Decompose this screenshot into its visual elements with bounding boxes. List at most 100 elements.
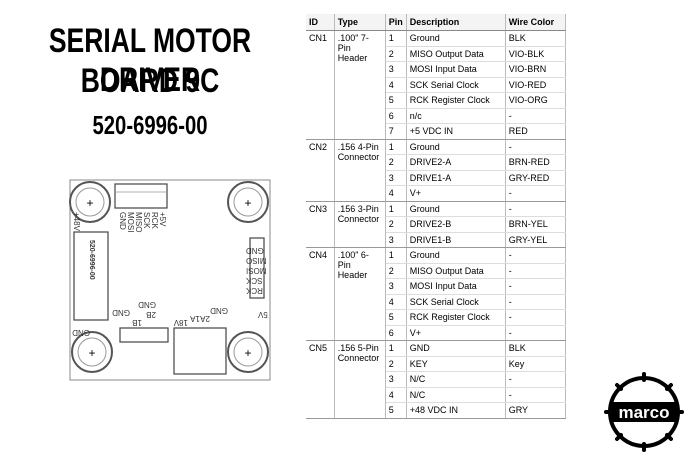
connector-id: CN5 xyxy=(306,340,335,419)
wire-color: GRY-RED xyxy=(505,170,567,186)
connector-type: .100" 7-Pin Header xyxy=(334,30,386,140)
svg-text:MISO: MISO xyxy=(246,256,266,265)
svg-text:+5V: +5V xyxy=(158,212,167,227)
pin-description: n/c xyxy=(406,108,506,124)
right-header-labels: GND MISO MOSI SCK RCK 5V xyxy=(245,246,267,319)
wire-color: - xyxy=(505,294,567,310)
pin-description: DRIVE2-B xyxy=(406,216,506,233)
bottom-right-labels: GND 2A 1A 18V xyxy=(173,306,228,327)
svg-text:5V: 5V xyxy=(257,310,267,319)
wire-color: GRY-YEL xyxy=(505,232,567,248)
svg-text:MOSI: MOSI xyxy=(126,212,135,232)
pin-number: 3 xyxy=(385,170,407,186)
wire-color: GRY xyxy=(505,402,567,419)
wire-color: - xyxy=(505,371,567,388)
left-gnd-label: GND xyxy=(112,308,130,317)
wire-color: - xyxy=(505,185,567,202)
svg-text:MOSI: MOSI xyxy=(246,266,266,275)
connector-cn3-bottom-left xyxy=(119,327,169,343)
left-bottom-gnd-label: GND xyxy=(72,328,90,337)
header-description: Description xyxy=(406,14,506,31)
pin-number: 7 xyxy=(385,123,407,140)
pin-number: 2 xyxy=(385,216,407,233)
svg-text:RCK: RCK xyxy=(245,286,263,295)
pin-number: 4 xyxy=(385,77,407,93)
wire-color: - xyxy=(505,309,567,326)
pin-number: 5 xyxy=(385,309,407,326)
header-id: ID xyxy=(306,14,335,31)
connector-cn5-left xyxy=(73,231,109,321)
page-title-line1: SERIAL MOTOR DRIVER xyxy=(48,22,252,99)
pin-description: Ground xyxy=(406,201,506,217)
mounting-hole-bottom-right: + xyxy=(227,331,269,373)
pin-description: DRIVE1-A xyxy=(406,170,506,186)
pinout-table: ID Type Pin Description Wire Color CN1.1… xyxy=(306,14,567,419)
pin-number: 2 xyxy=(385,154,407,171)
svg-text:2B: 2B xyxy=(146,310,156,319)
header-wire-color: Wire Color xyxy=(505,14,567,31)
wire-color: - xyxy=(505,201,567,217)
logo-text: marco xyxy=(618,403,669,422)
pin-description: V+ xyxy=(406,185,506,202)
pin-number: 1 xyxy=(385,30,407,47)
pin-description: MOSI Input Data xyxy=(406,278,506,295)
connector-id: CN2 xyxy=(306,139,335,202)
pin-description: Ground xyxy=(406,247,506,264)
svg-text:RCK: RCK xyxy=(150,212,159,230)
svg-text:GND: GND xyxy=(246,246,264,255)
svg-text:18V: 18V xyxy=(173,318,188,327)
mounting-hole-top-right: + xyxy=(227,181,269,223)
wire-color: BLK xyxy=(505,340,567,357)
pin-description: +48 VDC IN xyxy=(406,402,506,419)
pin-number: 1 xyxy=(385,340,407,357)
connector-type: .156 4-Pin Connector xyxy=(334,139,386,202)
board-diagram: + + + + GND MOSI MISO SCK RCK +5V GND MI… xyxy=(69,179,271,381)
svg-text:1B: 1B xyxy=(132,318,142,327)
connector-cn1-top xyxy=(114,183,168,209)
pin-number: 2 xyxy=(385,46,407,62)
pin-number: 2 xyxy=(385,263,407,279)
pin-description: DRIVE2-A xyxy=(406,154,506,171)
pin-number: 2 xyxy=(385,356,407,372)
table-header-row: ID Type Pin Description Wire Color xyxy=(306,14,567,31)
connector-id: CN1 xyxy=(306,30,335,140)
part-number: 520-6996-00 xyxy=(92,110,208,140)
pin-description: KEY xyxy=(406,356,506,372)
pin-number: 3 xyxy=(385,232,407,248)
pin-description: SCK Serial Clock xyxy=(406,77,506,93)
pin-number: 3 xyxy=(385,278,407,295)
connector-type: .100" 6-Pin Header xyxy=(334,247,386,341)
marco-logo: marco xyxy=(604,372,684,452)
wire-color: - xyxy=(505,263,567,279)
board-part-number-side: 520-6996-00 xyxy=(88,240,95,280)
svg-text:GND: GND xyxy=(118,212,127,230)
pin-number: 6 xyxy=(385,325,407,341)
pin-description: N/C xyxy=(406,387,506,403)
mounting-hole-top-left: + xyxy=(69,181,111,223)
connector-id: CN3 xyxy=(306,201,335,248)
svg-text:2A: 2A xyxy=(200,314,210,323)
connector-id: CN4 xyxy=(306,247,335,341)
logo-rays xyxy=(604,372,684,452)
svg-text:GND: GND xyxy=(138,300,156,309)
wire-color: - xyxy=(505,108,567,124)
wire-color: RED xyxy=(505,123,567,140)
hole-plus-symbol: + xyxy=(244,196,251,210)
header-type: Type xyxy=(334,14,386,31)
